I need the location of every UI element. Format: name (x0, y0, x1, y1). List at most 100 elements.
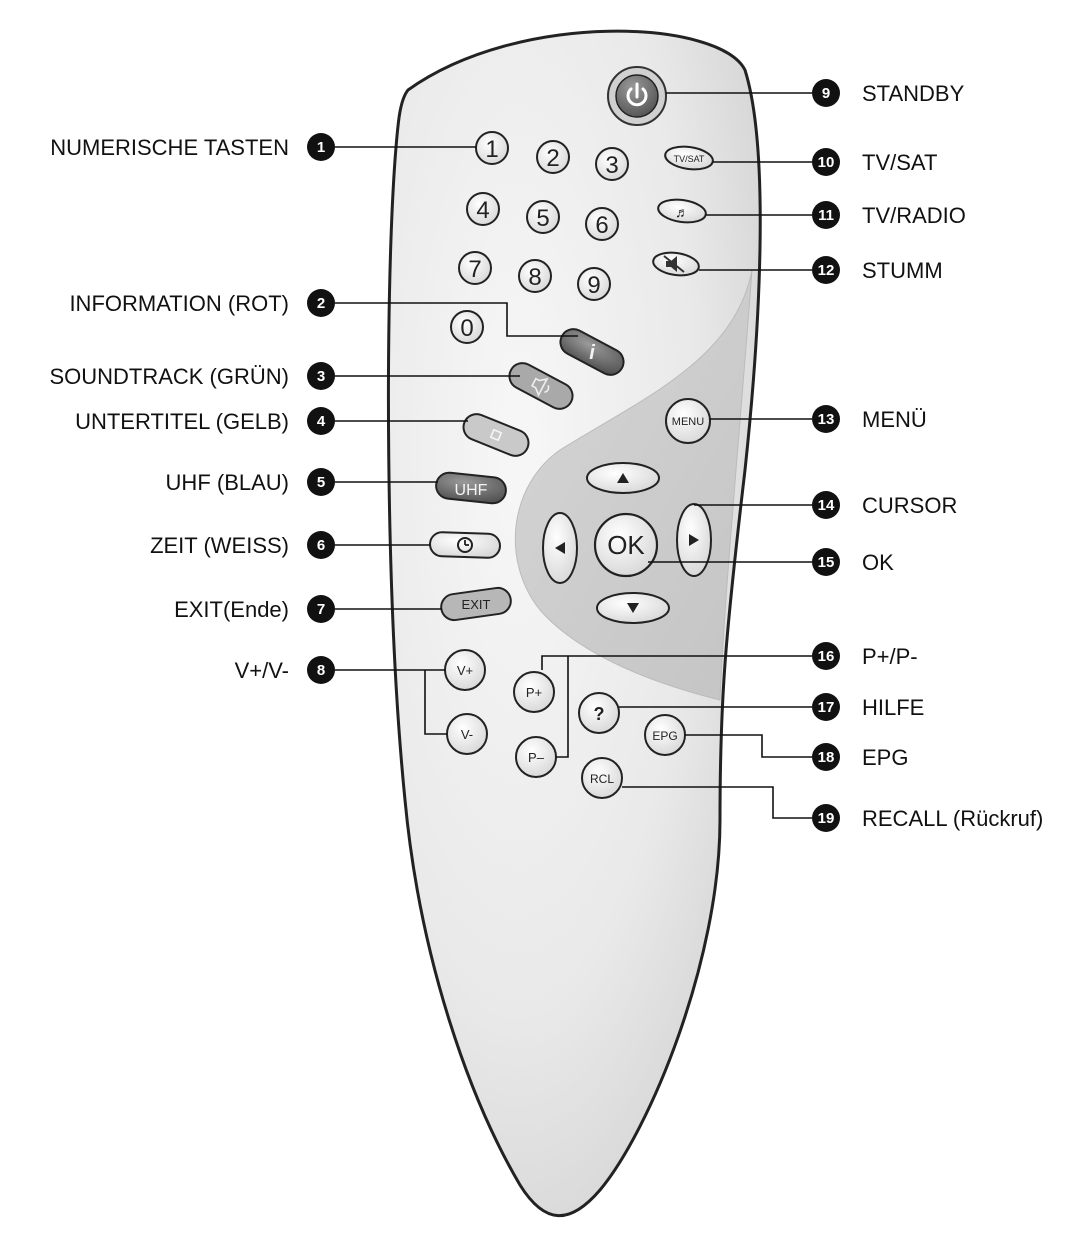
digit-label: 1 (485, 136, 498, 163)
digit-label: 6 (595, 212, 608, 239)
volume-up-button[interactable]: V+ (444, 649, 486, 691)
subtitle-yellow-button[interactable] (460, 410, 533, 460)
ok-button[interactable]: OK (593, 512, 659, 578)
digit-label: 8 (528, 264, 541, 291)
callout-18: 18 EPG (812, 743, 908, 771)
callout-number: 2 (317, 295, 325, 312)
callout-11: 11 TV/RADIO (812, 201, 966, 229)
callout-7: EXIT(Ende) 7 (174, 595, 335, 623)
callout-label: TV/SAT (862, 150, 937, 175)
leader-line-8 (335, 669, 447, 735)
leader-line-16 (541, 655, 812, 758)
callout-label: UHF (BLAU) (166, 470, 289, 495)
callout-label: STANDBY (862, 81, 965, 106)
arrow-up-icon (617, 473, 629, 483)
callout-bullet (307, 531, 335, 559)
exit-button[interactable]: EXIT (440, 586, 513, 622)
callout-number: 15 (818, 554, 835, 571)
leader-line-19 (622, 786, 812, 819)
music-note-icon: ♬ (675, 204, 689, 220)
digit-button-4[interactable]: 4 (466, 192, 500, 226)
callout-number: 19 (818, 810, 835, 827)
digit-button-0[interactable]: 0 (450, 310, 484, 344)
tv-radio-button[interactable]: ♬ (657, 197, 708, 225)
mute-speaker-icon (663, 255, 685, 273)
callout-label: P+/P- (862, 644, 918, 669)
exit-label: EXIT (462, 597, 491, 612)
program-down-button[interactable]: P– (515, 736, 557, 778)
digit-button-8[interactable]: 8 (518, 259, 552, 293)
callout-label: ZEIT (WEISS) (150, 533, 289, 558)
callout-bullet (812, 256, 840, 284)
help-button[interactable]: ? (578, 692, 620, 734)
standby-button[interactable] (607, 66, 667, 126)
callout-bullet (812, 642, 840, 670)
tv-sat-button[interactable]: TV/SAT (664, 144, 715, 172)
callout-number: 18 (818, 749, 835, 766)
callout-4: UNTERTITEL (GELB) 4 (75, 407, 335, 435)
menu-button[interactable]: MENU (665, 398, 711, 444)
cursor-left-button[interactable] (542, 512, 578, 584)
recall-button[interactable]: RCL (581, 757, 623, 799)
callout-label: EPG (862, 745, 908, 770)
digit-label: 9 (587, 272, 600, 299)
digit-button-5[interactable]: 5 (526, 200, 560, 234)
callout-2: INFORMATION (ROT) 2 (69, 289, 335, 317)
callout-bullet (812, 491, 840, 519)
callout-number: 16 (818, 648, 835, 665)
uhf-blue-button[interactable]: UHF (435, 471, 507, 505)
digit-label: 0 (460, 315, 473, 342)
callout-label: NUMERISCHE TASTEN (50, 135, 289, 160)
menu-label: MENU (672, 416, 704, 428)
digit-button-9[interactable]: 9 (577, 267, 611, 301)
volume-up-label: V+ (457, 663, 473, 678)
callout-number: 6 (317, 537, 325, 554)
digit-button-2[interactable]: 2 (536, 140, 570, 174)
program-up-button[interactable]: P+ (513, 671, 555, 713)
square-icon (489, 428, 503, 442)
digit-label: 7 (468, 256, 481, 283)
callout-bullet (307, 407, 335, 435)
epg-button[interactable]: EPG (644, 714, 686, 756)
callout-bullet (307, 595, 335, 623)
recall-label: RCL (590, 772, 614, 786)
digit-button-6[interactable]: 6 (585, 207, 619, 241)
callout-17: 17 HILFE (812, 693, 924, 721)
mute-button[interactable] (652, 250, 701, 278)
callout-number: 10 (818, 154, 835, 171)
callout-bullet (812, 79, 840, 107)
cursor-up-button[interactable] (586, 462, 660, 494)
callout-10: 10 TV/SAT (812, 148, 937, 176)
callout-number: 12 (818, 262, 835, 279)
epg-label: EPG (652, 729, 677, 743)
callout-bullet (812, 743, 840, 771)
callout-bullet (812, 148, 840, 176)
cursor-right-button[interactable] (676, 503, 712, 577)
callout-14: 14 CURSOR (812, 491, 957, 519)
arrow-right-icon (689, 534, 699, 546)
program-down-label: P– (528, 750, 545, 765)
callout-12: 12 STUMM (812, 256, 943, 284)
digit-button-7[interactable]: 7 (458, 251, 492, 285)
leader-line-18 (685, 734, 812, 758)
callout-number: 3 (317, 368, 325, 385)
digit-label: 5 (536, 205, 549, 232)
digit-button-3[interactable]: 3 (595, 147, 629, 181)
volume-down-button[interactable]: V- (446, 713, 488, 755)
callout-label: RECALL (Rückruf) (862, 806, 1043, 831)
digit-button-1[interactable]: 1 (475, 131, 509, 165)
soundtrack-green-button[interactable] (505, 359, 577, 414)
callout-number: 14 (818, 497, 835, 514)
cursor-down-button[interactable] (596, 592, 670, 624)
callout-number: 7 (317, 601, 325, 618)
time-white-button[interactable] (429, 531, 501, 559)
digit-label: 3 (605, 152, 618, 179)
ok-label: OK (607, 530, 645, 560)
callout-label: OK (862, 550, 894, 575)
clock-icon (457, 537, 473, 553)
callout-bullet (307, 133, 335, 161)
callout-bullet (307, 289, 335, 317)
callout-label: INFORMATION (ROT) (69, 291, 289, 316)
callout-label: V+/V- (235, 658, 289, 683)
